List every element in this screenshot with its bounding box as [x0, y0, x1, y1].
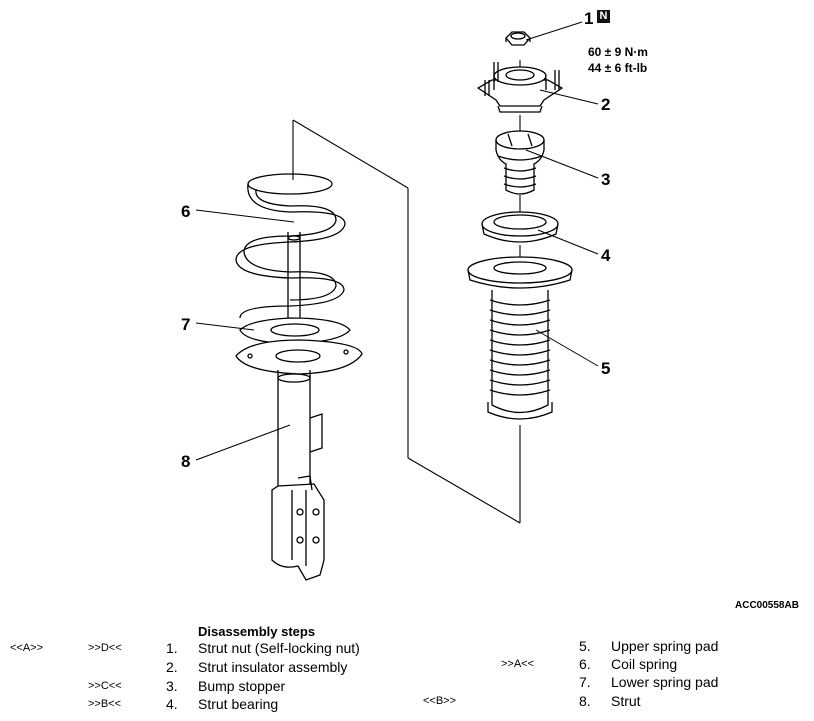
step-name: Strut: [611, 693, 641, 709]
service-ref: >>D<<: [88, 642, 122, 654]
callout-8: 8: [181, 452, 191, 471]
service-ref: <<B>>: [423, 695, 457, 707]
steps-heading: Disassembly steps: [198, 624, 316, 639]
callout-5: 5: [601, 359, 611, 378]
callout-3: 3: [601, 170, 611, 189]
assembly-guide-lines: [292, 60, 521, 524]
step-name: Strut insulator assembly: [198, 659, 348, 675]
torque-imperial: 44 ± 6 ft-lb: [588, 61, 648, 75]
callout-4: 4: [601, 246, 611, 265]
callout-2: 2: [601, 95, 611, 114]
figure-code: ACC00558AB: [735, 600, 799, 611]
step-name: Lower spring pad: [611, 674, 719, 690]
step-name: Strut bearing: [198, 696, 279, 712]
step-name: Strut nut (Self-locking nut): [198, 640, 360, 656]
service-ref: >>A<<: [501, 658, 535, 670]
lower-spring-seat: [235, 339, 363, 375]
strut-body: [271, 370, 325, 581]
step-number: 8.: [579, 693, 591, 709]
step-number: 5.: [579, 638, 591, 654]
callout-7: 7: [181, 315, 191, 334]
torque-metric: 60 ± 9 N·m: [588, 45, 648, 59]
piston-rod: [287, 232, 301, 330]
upper-spring-pad: [467, 256, 573, 420]
step-name: Upper spring pad: [611, 638, 719, 654]
service-ref: >>B<<: [88, 698, 122, 710]
step-number: 4.: [166, 696, 178, 712]
coil-spring: [235, 173, 346, 319]
step-number: 1.: [166, 640, 178, 656]
new-part-icon: N: [597, 10, 610, 23]
leader-lines: [195, 21, 599, 461]
service-ref: <<A>>: [10, 642, 44, 654]
strut-bearing: [481, 211, 559, 243]
step-number: 6.: [579, 656, 591, 672]
callout-1: 1: [584, 9, 594, 28]
strut-insulator-assembly: [476, 62, 564, 113]
callout-6: 6: [181, 202, 191, 221]
step-name: Bump stopper: [198, 678, 286, 694]
step-number: 2.: [166, 659, 178, 675]
step-name: Coil spring: [611, 656, 678, 672]
strut-nut: [505, 31, 531, 46]
bump-stopper: [495, 130, 545, 195]
service-ref: >>C<<: [88, 680, 122, 692]
step-number: 3.: [166, 678, 178, 694]
step-number: 7.: [579, 674, 591, 690]
